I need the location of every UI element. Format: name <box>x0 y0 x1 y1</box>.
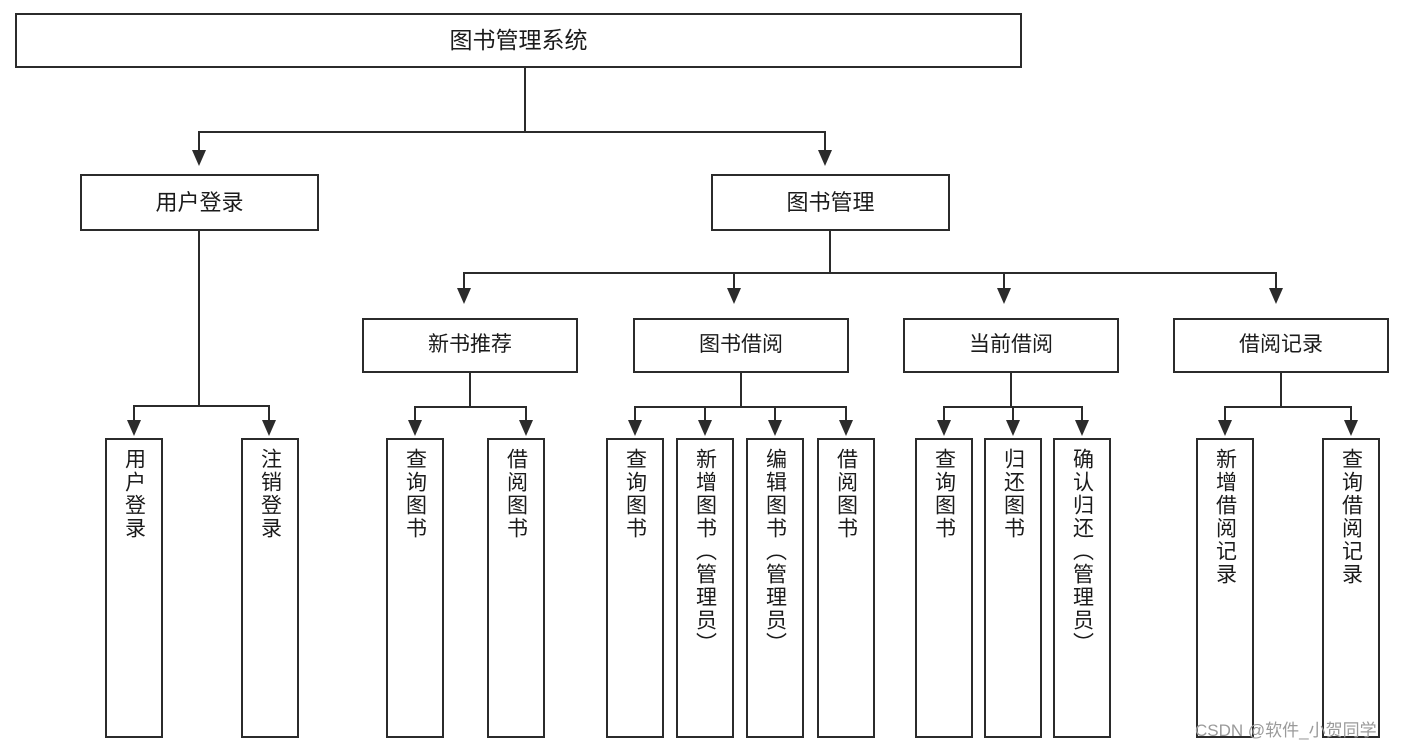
arrow-to-new-book-recommend <box>457 288 471 304</box>
arrow-to-borrow-record <box>1269 288 1283 304</box>
node-label: 借阅图书 <box>834 448 858 540</box>
arrow-to-leaf-query-book-1 <box>408 420 422 436</box>
arrow-to-book-borrow <box>727 288 741 304</box>
arrow-to-leaf-edit-book <box>768 420 782 436</box>
arrow-to-leaf-add-book <box>698 420 712 436</box>
node-label: 图书管理系统 <box>449 26 588 53</box>
node-label: 查询图书 <box>932 448 956 540</box>
node-label: 新增借阅记录 <box>1213 448 1237 586</box>
watermark-text: CSDN @软件_小贺同学 <box>1195 721 1377 740</box>
node-leaf-query-book-3: 查询图书 <box>915 438 973 738</box>
arrow-to-leaf-query-book-3 <box>937 420 951 436</box>
arrow-to-leaf-return-book <box>1006 420 1020 436</box>
connector-br-b2 <box>1350 406 1352 422</box>
node-label: 当前借阅 <box>969 333 1053 357</box>
connector-br-bus <box>1224 406 1352 408</box>
node-leaf-confirm-return: 确认归还（管理员） <box>1053 438 1111 738</box>
arrow-to-leaf-user-login <box>127 420 141 436</box>
node-label: 用户登录 <box>155 189 244 215</box>
connector-bb-stem <box>740 373 742 408</box>
connector-nbr-bus <box>414 406 527 408</box>
node-label: 借阅记录 <box>1239 333 1323 357</box>
node-label: 查询图书 <box>623 448 647 540</box>
arrow-to-book-manage <box>818 150 832 166</box>
connector-user-login-b1 <box>133 405 135 422</box>
connector-nbr-b2 <box>525 406 527 422</box>
connector-bm-b1 <box>463 272 465 290</box>
node-label: 确认归还（管理员） <box>1070 448 1094 655</box>
connector-nbr-b1 <box>414 406 416 422</box>
connector-book-manage-bus <box>463 272 1277 274</box>
node-label: 归还图书 <box>1001 448 1025 540</box>
node-label: 图书管理 <box>786 189 875 215</box>
arrow-to-leaf-borrow-book-2 <box>839 420 853 436</box>
node-leaf-borrow-book-2: 借阅图书 <box>817 438 875 738</box>
connector-bm-b4 <box>1275 272 1277 290</box>
connector-root-bus <box>198 131 826 133</box>
node-book-manage: 图书管理 <box>711 174 950 231</box>
arrow-to-leaf-borrow-book-1 <box>519 420 533 436</box>
node-leaf-add-record: 新增借阅记录 <box>1196 438 1254 738</box>
node-label: 用户登录 <box>122 448 146 540</box>
connector-bb-bus <box>634 406 847 408</box>
node-root-system: 图书管理系统 <box>15 13 1022 68</box>
connector-root-stem <box>524 68 526 133</box>
node-label: 新增图书（管理员） <box>693 448 717 655</box>
connector-root-left-drop <box>198 131 200 153</box>
connector-nbr-stem <box>469 373 471 408</box>
arrow-to-leaf-query-book-2 <box>628 420 642 436</box>
node-label: 借阅图书 <box>504 448 528 540</box>
connector-root-right-drop <box>824 131 826 153</box>
node-leaf-query-book-1: 查询图书 <box>386 438 444 738</box>
connector-cb-b3 <box>1081 406 1083 422</box>
connector-user-login-stem <box>198 231 200 407</box>
arrow-to-leaf-logout <box>262 420 276 436</box>
node-new-book-recommend: 新书推荐 <box>362 318 578 373</box>
arrow-to-leaf-query-record <box>1344 420 1358 436</box>
node-book-borrow: 图书借阅 <box>633 318 849 373</box>
connector-bm-b3 <box>1003 272 1005 290</box>
node-label: 图书借阅 <box>699 333 783 357</box>
connector-user-login-bus <box>133 405 270 407</box>
node-leaf-logout: 注销登录 <box>241 438 299 738</box>
connector-cb-b1 <box>943 406 945 422</box>
connector-bm-b2 <box>733 272 735 290</box>
node-leaf-edit-book: 编辑图书（管理员） <box>746 438 804 738</box>
connector-cb-b2 <box>1012 406 1014 422</box>
node-current-borrow: 当前借阅 <box>903 318 1119 373</box>
node-leaf-add-book: 新增图书（管理员） <box>676 438 734 738</box>
connector-br-stem <box>1280 373 1282 408</box>
node-label: 注销登录 <box>258 448 282 540</box>
node-leaf-user-login: 用户登录 <box>105 438 163 738</box>
connector-br-b1 <box>1224 406 1226 422</box>
node-label: 新书推荐 <box>428 333 512 357</box>
connector-book-manage-stem <box>829 231 831 274</box>
node-leaf-borrow-book-1: 借阅图书 <box>487 438 545 738</box>
connector-cb-stem <box>1010 373 1012 408</box>
arrow-to-leaf-add-record <box>1218 420 1232 436</box>
connector-bb-b2 <box>704 406 706 422</box>
node-leaf-query-book-2: 查询图书 <box>606 438 664 738</box>
arrow-to-current-borrow <box>997 288 1011 304</box>
connector-bb-b3 <box>774 406 776 422</box>
node-label: 编辑图书（管理员） <box>763 448 787 655</box>
connector-bb-b4 <box>845 406 847 422</box>
node-label: 查询图书 <box>403 448 427 540</box>
node-leaf-return-book: 归还图书 <box>984 438 1042 738</box>
connector-user-login-b2 <box>268 405 270 422</box>
arrow-to-user-login <box>192 150 206 166</box>
node-user-login: 用户登录 <box>80 174 319 231</box>
node-label: 查询借阅记录 <box>1339 448 1363 586</box>
connector-bb-b1 <box>634 406 636 422</box>
node-leaf-query-record: 查询借阅记录 <box>1322 438 1380 738</box>
node-borrow-record: 借阅记录 <box>1173 318 1389 373</box>
arrow-to-leaf-confirm-return <box>1075 420 1089 436</box>
